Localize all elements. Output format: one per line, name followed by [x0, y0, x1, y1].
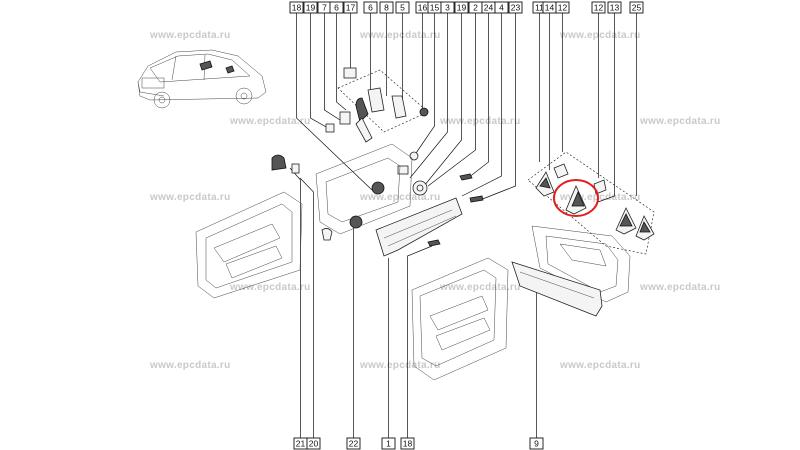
right-switch-group-outline	[527, 151, 655, 255]
left-door-panel	[195, 191, 303, 299]
watermark-text: www.epcdata.ru	[359, 30, 441, 41]
watermark-text: www.epcdata.ru	[439, 116, 521, 127]
callout-label: 12	[594, 3, 604, 13]
watermark-text: www.epcdata.ru	[559, 360, 641, 371]
callout-label: 18	[292, 3, 302, 13]
clip-part	[321, 228, 333, 241]
callout-label: 1	[386, 439, 391, 449]
watermark-text: www.epcdata.ru	[149, 360, 231, 371]
watermark-text: www.epcdata.ru	[559, 192, 641, 203]
watermark-text: www.epcdata.ru	[439, 282, 521, 293]
center-door-panel	[315, 143, 413, 235]
callout-label: 8	[384, 3, 389, 13]
speaker-center	[416, 184, 424, 192]
clip-part-19	[325, 123, 335, 133]
right-switch-parts	[535, 163, 655, 241]
callout-label: 21	[296, 439, 306, 449]
callout-label: 16	[418, 3, 428, 13]
callout-label: 7	[322, 3, 327, 13]
switch-part-8	[367, 87, 385, 113]
screw-part-16	[419, 107, 429, 117]
armrest-part-9	[511, 261, 603, 317]
highlight-circle	[553, 179, 599, 217]
switch-part-6	[355, 97, 369, 123]
callout-label: 12	[558, 3, 568, 13]
switch-part-12-small	[553, 163, 569, 179]
watermark-text: www.epcdata.ru	[559, 30, 641, 41]
switch-part-13-fill	[619, 213, 633, 227]
callout-label: 13	[610, 3, 620, 13]
callout-label: 22	[349, 439, 359, 449]
clip-part-7	[339, 111, 351, 125]
callout-label: 19	[306, 3, 316, 13]
callout-label: 24	[484, 3, 494, 13]
screw-part-24	[459, 173, 473, 181]
switch-group-outline	[337, 69, 429, 133]
watermark-text: www.epcdata.ru	[639, 116, 721, 127]
car-silhouette-icon	[137, 49, 267, 109]
switch-bezel	[355, 117, 373, 143]
top-callout-row: 18 19 7 6 17 6 8 5 16 15 3 19 2 24 4 23 …	[289, 1, 644, 14]
switch-part-25-fill	[639, 221, 651, 233]
callout-label: 3	[445, 3, 450, 13]
callout-label: 15	[430, 3, 440, 13]
callout-label: 11	[535, 3, 544, 13]
callout-label: 6	[334, 3, 339, 13]
knob-part-22	[349, 215, 363, 229]
callout-label: 18	[403, 439, 413, 449]
watermark-text: www.epcdata.ru	[149, 192, 231, 203]
clip-part-20	[291, 163, 300, 174]
callout-label: 2	[473, 3, 478, 13]
watermark-text: www.epcdata.ru	[359, 360, 441, 371]
bottom-callout-row: 21 20 22 1 18 9	[293, 437, 544, 450]
callout-label: 20	[309, 439, 319, 449]
screw-part-15	[409, 151, 419, 161]
switch-part-12-fill	[571, 190, 585, 207]
screw-part-23	[469, 195, 484, 203]
left-small-parts	[271, 67, 484, 247]
clip-part-21	[271, 154, 287, 171]
cap-part-17	[343, 67, 357, 79]
lower-door-panel	[411, 257, 509, 381]
watermark-text: www.epcdata.ru	[359, 192, 441, 203]
callout-label: 17	[346, 3, 356, 13]
callout-label: 25	[632, 3, 642, 13]
right-door-panel	[531, 225, 631, 303]
watermark-layer: www.epcdata.ru www.epcdata.ru www.epcdata.…	[149, 30, 721, 371]
clip-part-3	[397, 165, 409, 175]
callout-label: 5	[400, 3, 405, 13]
callout-label: 19	[457, 3, 467, 13]
callout-label: 6	[368, 3, 373, 13]
screw-part-18b	[427, 239, 441, 247]
armrest-part-1	[375, 197, 463, 257]
watermark-text: www.epcdata.ru	[149, 30, 231, 41]
callout-label: 14	[545, 3, 555, 13]
callout-label: 9	[534, 439, 539, 449]
knob-part-18	[371, 181, 385, 195]
switch-part-14	[539, 177, 551, 189]
callout-label: 4	[499, 3, 504, 13]
switch-part-5	[391, 95, 407, 119]
callout-label: 23	[511, 3, 521, 13]
watermark-text: www.epcdata.ru	[639, 282, 721, 293]
watermark-text: www.epcdata.ru	[229, 116, 311, 127]
leader-lines	[289, 13, 637, 438]
watermark-text: www.epcdata.ru	[229, 282, 311, 293]
